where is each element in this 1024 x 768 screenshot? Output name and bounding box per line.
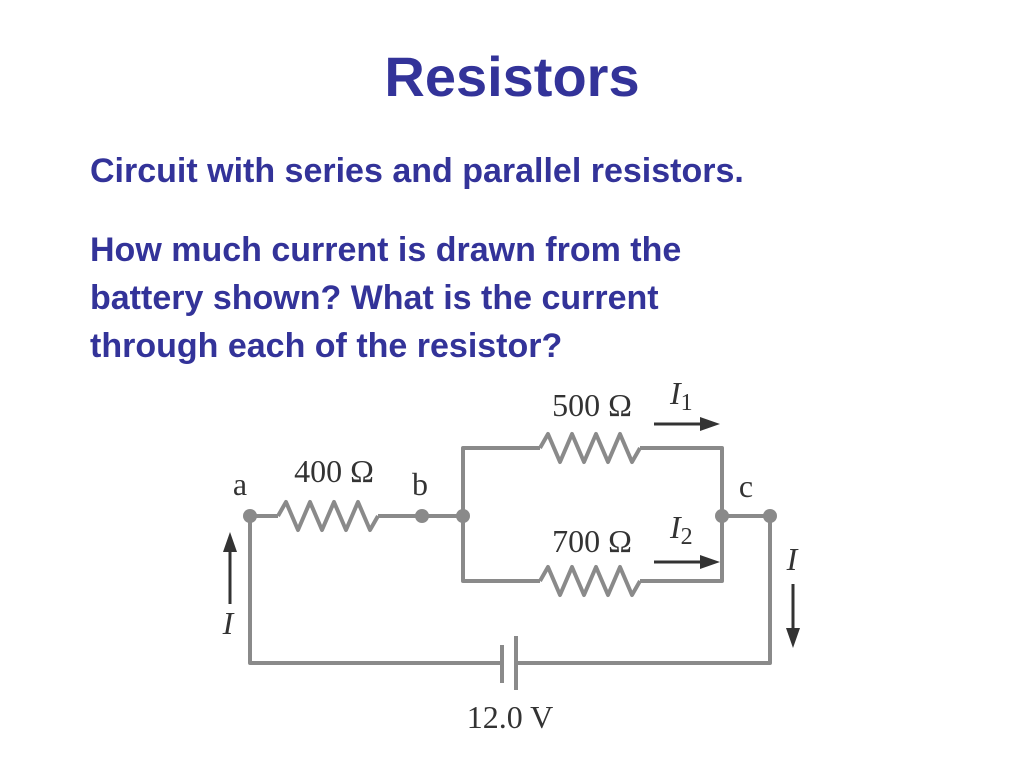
node-b bbox=[415, 509, 429, 523]
label-i2-subscript: 2 bbox=[681, 524, 693, 550]
node-a bbox=[243, 509, 257, 523]
arrow-i-right-head bbox=[786, 628, 800, 648]
question-line-1: How much current is drawn from the bbox=[90, 231, 682, 269]
label-i2: I2 bbox=[669, 509, 693, 550]
wire-left bbox=[248, 516, 502, 665]
label-r700: 700 Ω bbox=[552, 523, 632, 559]
label-node-a: a bbox=[233, 466, 247, 502]
label-node-b: b bbox=[412, 466, 428, 502]
label-r400: 400 Ω bbox=[294, 453, 374, 489]
arrow-i1-head bbox=[700, 417, 720, 431]
wire-right bbox=[516, 516, 772, 665]
label-i-left: I bbox=[222, 605, 235, 641]
wire-branch-top-right bbox=[640, 446, 724, 516]
arrow-i2-head bbox=[700, 555, 720, 569]
question-line-2: battery shown? What is the current bbox=[90, 279, 659, 317]
question-text: How much current is drawn from the batte… bbox=[90, 226, 850, 370]
resistor-400 bbox=[276, 500, 380, 532]
node-junction-right bbox=[715, 509, 729, 523]
slide-subtitle: Circuit with series and parallel resisto… bbox=[90, 152, 744, 190]
resistor-700 bbox=[538, 565, 642, 597]
slide-title: Resistors bbox=[384, 45, 640, 108]
arrow-i-left-head bbox=[223, 532, 237, 552]
label-node-c: c bbox=[739, 468, 753, 504]
label-i-right: I bbox=[786, 541, 799, 577]
wire-branch-bottom-right bbox=[640, 516, 724, 583]
node-c bbox=[763, 509, 777, 523]
node-junction-left bbox=[456, 509, 470, 523]
label-battery: 12.0 V bbox=[467, 699, 554, 735]
resistor-500 bbox=[538, 432, 642, 464]
label-i1: I1 bbox=[669, 375, 693, 416]
wire-branch-bottom-left bbox=[461, 516, 540, 583]
label-r500: 500 Ω bbox=[552, 387, 632, 423]
question-line-3: through each of the resistor? bbox=[90, 327, 563, 365]
label-i1-symbol: I bbox=[669, 375, 682, 411]
wire-branch-top-left bbox=[461, 446, 540, 516]
label-i2-symbol: I bbox=[669, 509, 682, 545]
label-i1-subscript: 1 bbox=[681, 390, 693, 416]
battery-symbol bbox=[500, 636, 518, 690]
